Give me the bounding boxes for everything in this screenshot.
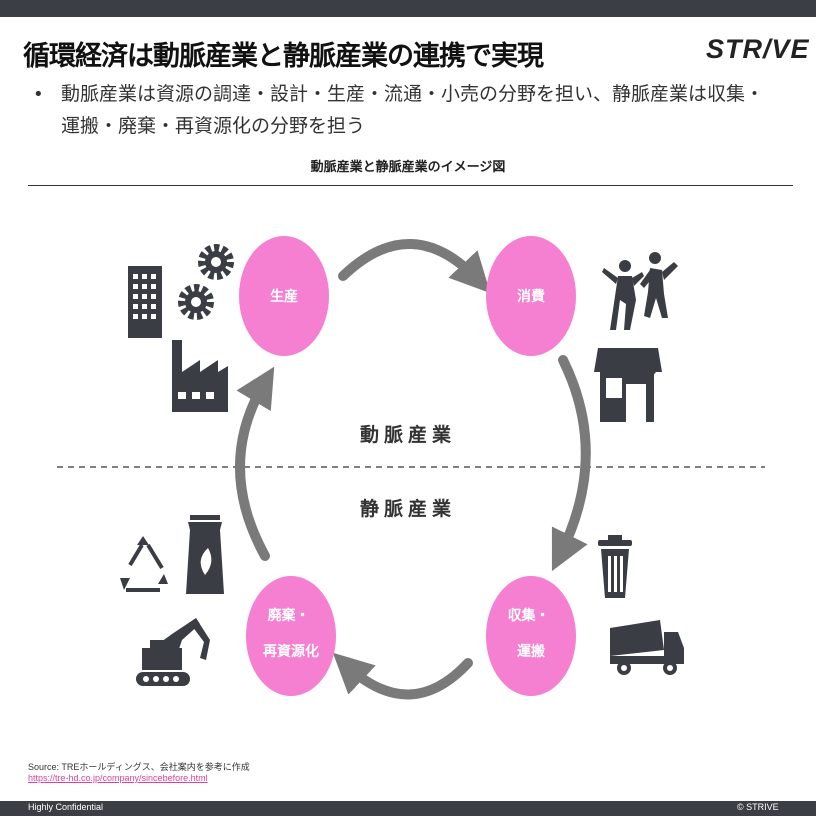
svg-text:消費: 消費: [517, 288, 545, 305]
recycle-icon: [120, 536, 168, 592]
footer-copyright: © STRIVE: [737, 802, 779, 812]
venous-industry-label: 静脈産業: [359, 498, 456, 520]
strive-logo: STR/VE: [706, 34, 810, 64]
svg-text:生産: 生産: [270, 288, 298, 305]
footer-confidential: Highly Confidential: [28, 802, 104, 812]
subtitle-rule: [28, 185, 793, 186]
bullet-text: 動脈産業は資源の調達・設計・生産・流通・小売の分野を担い、静脈産業は収集・運搬・…: [61, 83, 765, 137]
node-consumption: 消費: [486, 236, 576, 356]
node-collection-label-2: 運搬: [517, 643, 545, 660]
node-production-label: 生産: [270, 288, 298, 305]
building-icon: [128, 266, 162, 338]
arrow-disposal-to-production: [235, 366, 275, 561]
top-bar: [0, 0, 816, 17]
storefront-icon: [594, 348, 662, 422]
trash-can-icon: [598, 535, 632, 598]
bullet-marker: •: [33, 84, 44, 105]
arrow-consumption-to-collection: [551, 355, 591, 572]
node-production: 生産: [239, 236, 329, 356]
node-collection-label-1: 収集・: [508, 607, 550, 624]
node-collection: 収集・ 運搬: [486, 576, 576, 696]
node-disposal: 廃棄・ 再資源化: [246, 576, 336, 696]
dump-truck-icon: [610, 620, 684, 675]
diagram-subtitle: 動脈産業と静脈産業のイメージ図: [310, 160, 506, 175]
footer-bar: [0, 801, 816, 816]
excavator-icon: [136, 618, 210, 686]
svg-text:廃棄・ 再資源化: 廃棄・ 再資源化: [263, 607, 319, 660]
factory-icon: [172, 340, 228, 412]
cycle-arrows: [235, 239, 591, 700]
source-text: Source: TREホールディングス、会社案内を参考に作成: [28, 762, 250, 772]
arrow-production-to-consumption: [338, 239, 491, 294]
node-disposal-label-1: 廃棄・: [268, 607, 310, 624]
arrow-collection-to-disposal: [332, 652, 473, 700]
gears-icon: [178, 244, 234, 320]
fertilizer-bag-icon: [186, 515, 224, 594]
page-title: 循環経済は動脈産業と静脈産業の連携で実現: [23, 41, 544, 72]
node-consumption-label: 消費: [517, 288, 545, 305]
svg-text:収集・ 運搬: 収集・ 運搬: [508, 607, 555, 660]
source-link[interactable]: https://tre-hd.co.jp/company/sincebefore…: [28, 773, 208, 783]
node-disposal-label-2: 再資源化: [263, 643, 319, 660]
arterial-industry-label: 動脈産業: [359, 424, 456, 446]
dancing-people-icon: [602, 252, 678, 330]
